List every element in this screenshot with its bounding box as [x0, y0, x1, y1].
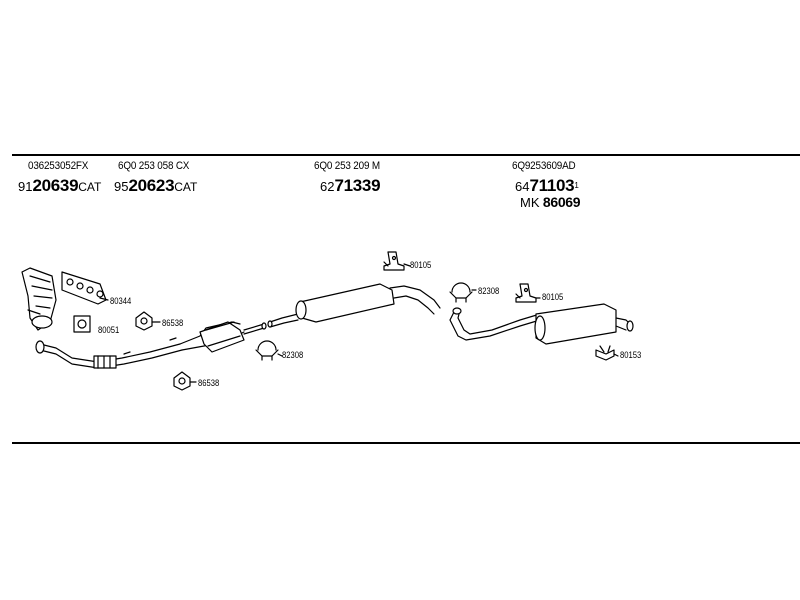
rubber-mount-bottom	[173, 371, 197, 391]
label-80153: 80153	[620, 350, 642, 360]
rear-pipe	[449, 307, 541, 341]
pipe-clamp-right	[449, 282, 477, 303]
label-86538-top: 86538	[162, 318, 184, 328]
label-86538-bottom: 86538	[198, 378, 220, 388]
label-80105-right: 80105	[542, 292, 564, 302]
rubber-hanger-right	[515, 283, 541, 303]
label-80344: 80344	[110, 296, 132, 306]
bottom-divider	[12, 442, 800, 444]
rubber-mount-top	[135, 311, 161, 331]
oem-number-4: 6Q9253609AD	[512, 160, 576, 172]
pipe-clamp-left	[255, 340, 283, 361]
leader-80344	[99, 297, 109, 301]
oem-number-3: 6Q0 253 209 M	[314, 160, 380, 172]
part-number-1: 9120639CAT	[18, 176, 102, 195]
exhaust-manifold	[21, 267, 57, 331]
part-number-2: 9520623CAT	[114, 176, 198, 195]
kit-number: MK 86069	[520, 194, 581, 210]
label-82308-left: 82308	[282, 350, 304, 360]
part-number-3: 6271339	[320, 176, 381, 195]
label-82308-right: 82308	[478, 286, 500, 296]
center-muffler	[267, 283, 441, 328]
front-pipe	[35, 337, 183, 369]
oem-number-1: 036253052FX	[28, 160, 89, 172]
flange-gasket	[73, 315, 91, 333]
part-number-4: 64711031	[515, 176, 579, 195]
top-divider	[12, 154, 800, 156]
catalytic-converter	[179, 321, 267, 353]
rubber-hanger-mid	[383, 251, 411, 271]
rubber-hanger-80153	[595, 345, 619, 361]
label-80051: 80051	[98, 325, 120, 335]
label-80105-mid: 80105	[410, 260, 432, 270]
oem-number-2: 6Q0 253 058 CX	[118, 160, 190, 172]
rear-muffler	[534, 303, 634, 345]
manifold-gasket	[61, 271, 107, 305]
